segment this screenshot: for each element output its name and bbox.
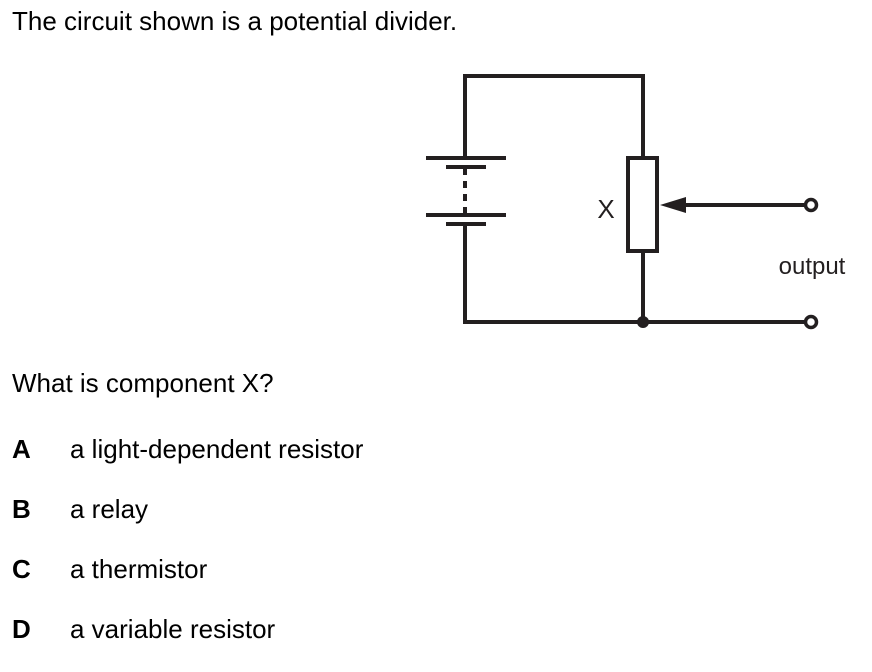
option-text: a thermistor [70,554,208,584]
option-letter: B [12,494,31,524]
option-letter: A [12,434,31,464]
battery-icon [426,156,506,226]
resistor-icon [626,156,659,253]
option-text: a relay [70,494,149,524]
option-d[interactable]: D a variable resistor [12,612,363,672]
circuit-diagram: X output [426,74,846,330]
question-stem: The circuit shown is a potential divider… [12,6,458,36]
component-x-label: X [597,194,614,224]
option-a[interactable]: A a light-dependent resistor [12,432,363,492]
answer-options: A a light-dependent resistor B a relay C… [12,432,363,672]
option-text: a variable resistor [70,614,276,644]
option-letter: D [12,614,31,644]
output-terminal-top [803,197,819,213]
slider-arrow-icon [660,197,686,213]
option-letter: C [12,554,31,584]
output-terminal-bottom [803,314,819,330]
option-text: a light-dependent resistor [70,434,364,464]
question-prompt: What is component X? [12,368,274,398]
wire-bottom [463,224,643,324]
wire-top [463,74,645,158]
option-c[interactable]: C a thermistor [12,552,363,612]
option-b[interactable]: B a relay [12,492,363,552]
junction-dot [637,316,649,328]
output-label: output [779,253,846,280]
